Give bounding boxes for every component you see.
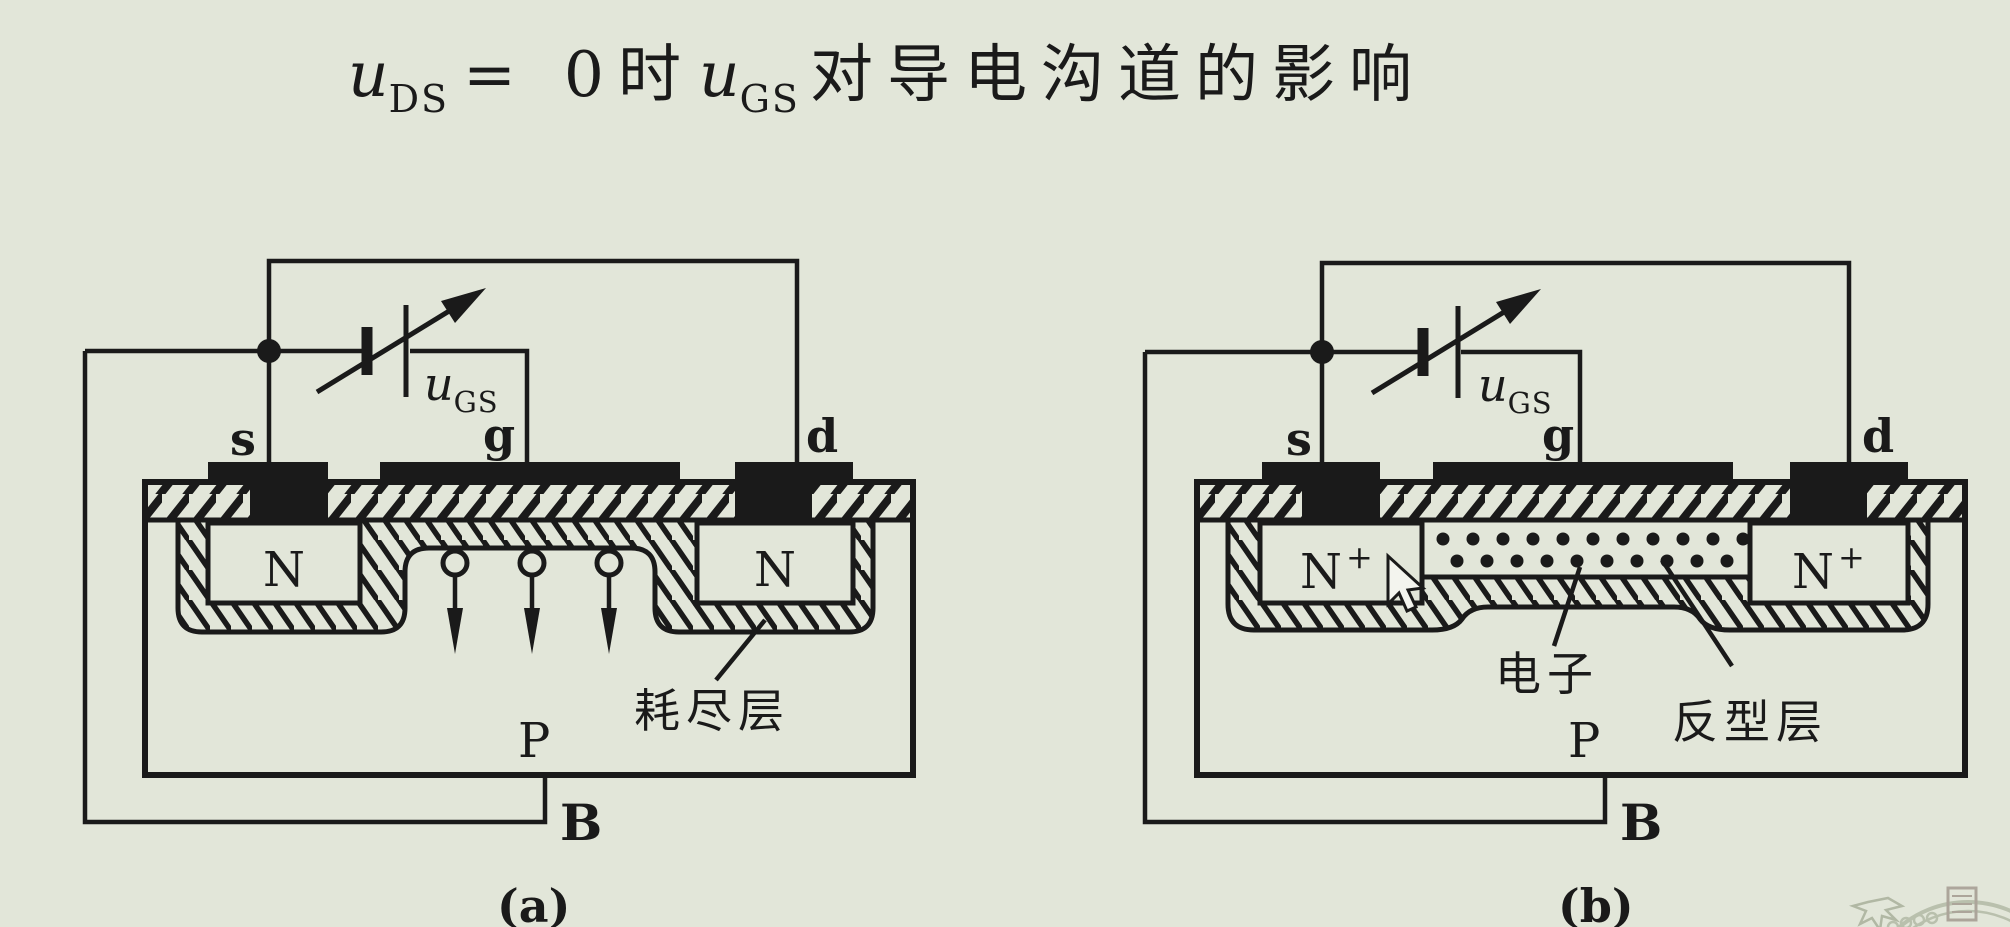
inversion-leader-line (1660, 558, 1734, 668)
source-voltage-label-b: uGS (1478, 358, 1553, 420)
substrate-label: P (1568, 713, 1600, 769)
n-well-label: N (263, 542, 305, 598)
caption-a: (a) (497, 879, 570, 927)
terminal-g-label: g (1542, 408, 1574, 462)
mouse-cursor-icon (1386, 552, 1427, 613)
source-electrode-a (208, 462, 328, 523)
junction-dot-a (257, 339, 281, 363)
electrons-leader-line (1551, 566, 1583, 647)
substrate-label: P (518, 713, 550, 769)
drain-electrode-a (735, 462, 853, 523)
depletion-leader-line (714, 618, 767, 682)
diagram-a: N N (82, 258, 916, 927)
n-plus-well-label: N+ (1792, 538, 1865, 600)
electrons-label: 电子 (1495, 647, 1599, 701)
depletion-label: 耗尽层 (634, 684, 790, 738)
watermark-stamp (1848, 886, 2010, 927)
electron-dots (1436, 532, 1750, 568)
terminal-s-label: s (230, 412, 256, 466)
battery-icon-a (315, 288, 486, 397)
junction-dot-b (1310, 340, 1334, 364)
terminal-b-label: B (1620, 793, 1662, 852)
field-lines-icon (440, 548, 624, 654)
terminal-s-label: s (1286, 412, 1312, 466)
depletion-region-b (1225, 517, 1931, 633)
terminal-d-label: d (806, 409, 838, 463)
drain-electrode-b (1790, 462, 1908, 523)
battery-icon-b (1370, 289, 1541, 398)
caption-b: (b) (1558, 879, 1634, 927)
source-electrode-b (1262, 462, 1380, 523)
source-voltage-label-a: uGS (424, 357, 499, 419)
gate-electrode-b (1433, 462, 1733, 483)
n-plus-well-label: N+ (1300, 538, 1373, 600)
n-plus-well-drain-b (1747, 520, 1911, 606)
terminal-d-label: d (1862, 409, 1894, 463)
terminal-b-label: B (560, 793, 602, 852)
diagram-b: N+ N+ uGS s g d B P (1142, 260, 1968, 927)
gate-electrode-a (380, 462, 680, 483)
terminal-g-label: g (483, 408, 515, 462)
n-well-drain-a (694, 520, 856, 606)
inversion-layer-label: 反型层 (1672, 695, 1828, 749)
n-well-source-a (205, 520, 363, 606)
n-well-label: N (754, 542, 796, 598)
